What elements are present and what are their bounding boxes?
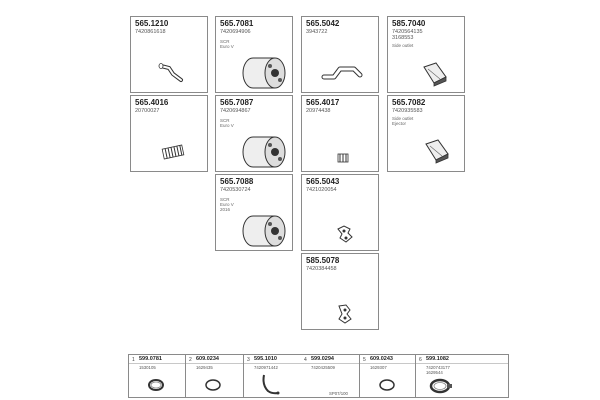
part-card-565-7088[interactable]: 565.7088 7420530724 SCR Euro V 2016 (215, 174, 293, 251)
divider (129, 363, 508, 364)
part-note: Euro V (220, 123, 234, 128)
oem-number: 3943722 (306, 29, 328, 35)
oem-number: 7420935583 (392, 108, 423, 114)
band-clamp-icon (429, 378, 452, 394)
part-card-585-7040[interactable]: 585.7040 7420564135 3168553 Side outlet (387, 16, 465, 93)
flex-hose-icon (161, 144, 185, 160)
muffler-icon (242, 215, 286, 247)
oem-number: 20974438 (306, 108, 331, 114)
part-note: Euro V (220, 202, 234, 207)
accessory-code: 599.1082 (426, 356, 449, 362)
pipe-icon (158, 63, 183, 82)
part-code: 565.7082 (392, 98, 426, 107)
accessory-item[interactable]: 4 599.0294 7420425509 SP07/100 (301, 355, 359, 397)
item-number: 6 (419, 357, 422, 363)
bracket-icon (338, 304, 352, 324)
part-note: SCR (220, 197, 230, 202)
oem-number: 7420564135 (392, 29, 423, 35)
part-code: 585.5078 (306, 256, 340, 265)
oem-number: 7420425509 (311, 365, 335, 370)
part-card-565-1210[interactable]: 565.1210 7420861618 (130, 16, 208, 93)
item-number: 1 (132, 357, 135, 363)
part-note: SCR (220, 118, 230, 123)
accessory-code: 595.1010 (254, 356, 277, 362)
part-note: Side outlet (392, 116, 414, 121)
oem-number: 7421020054 (306, 187, 337, 193)
part-card-565-5042[interactable]: 565.5042 3943722 (301, 16, 379, 93)
part-code: 565.7087 (220, 98, 254, 107)
part-code: 585.7040 (392, 19, 426, 28)
muffler-icon (242, 57, 286, 89)
accessory-code: 599.0781 (139, 356, 162, 362)
part-note: Ejector (392, 121, 407, 126)
part-note: Euro V (220, 44, 234, 49)
part-card-565-4017[interactable]: 565.4017 20974438 (301, 95, 379, 172)
pipe-icon (321, 66, 363, 80)
item-number: 5 (363, 357, 366, 363)
oem-number: 7420384458 (306, 266, 337, 272)
end-pipe-icon (425, 139, 449, 164)
oem-number: 1629435 (196, 365, 213, 370)
part-card-565-7081[interactable]: 565.7081 7420694906 SCR Euro V (215, 16, 293, 93)
item-number: 3 (247, 357, 250, 363)
clamp-ring-icon (148, 379, 164, 391)
part-code: 565.1210 (135, 19, 169, 28)
part-note: Side outlet (392, 43, 414, 48)
accessory-item[interactable]: 2 609.0234 1629435 (185, 355, 243, 397)
accessory-item[interactable]: 3 595.1010 7420971442 (243, 355, 301, 397)
part-code: 565.5043 (306, 177, 340, 186)
part-card-565-5043[interactable]: 565.5043 7421020054 (301, 174, 379, 251)
gasket-icon (379, 379, 395, 391)
oem-number: 1530105 (139, 365, 156, 370)
part-code: 565.7088 (220, 177, 254, 186)
part-note: SCR (220, 39, 230, 44)
accessory-code: 609.0243 (370, 356, 393, 362)
gasket-icon (205, 379, 221, 391)
part-note: 2016 (220, 207, 231, 212)
part-card-585-5078[interactable]: 585.5078 7420384458 (301, 253, 379, 330)
item-number: 4 (304, 357, 307, 363)
extra-ref: SP07/100 (329, 391, 348, 396)
part-code: 565.7081 (220, 19, 254, 28)
oem-number: 7420861618 (135, 29, 166, 35)
oem-number: 20700027 (135, 108, 160, 114)
oem-number: 1629544 (426, 370, 443, 375)
clamp-icon (262, 374, 280, 395)
bracket-icon (337, 225, 353, 243)
oem-number: 3168553 (392, 35, 414, 41)
part-code: 565.4016 (135, 98, 169, 107)
end-pipe-icon (423, 62, 447, 87)
accessory-item[interactable]: 1 599.0781 1530105 (129, 355, 185, 397)
accessory-code: 609.0234 (196, 356, 219, 362)
oem-number: 7420530724 (220, 187, 251, 193)
flex-hose-icon (337, 153, 349, 163)
muffler-icon (242, 136, 286, 168)
oem-number: 7420694867 (220, 108, 251, 114)
part-code: 565.5042 (306, 19, 340, 28)
accessory-code: 599.0294 (311, 356, 334, 362)
oem-number: 7420694906 (220, 29, 251, 35)
part-card-565-7087[interactable]: 565.7087 7420694867 SCR Euro V (215, 95, 293, 172)
oem-number: 7420743177 (426, 365, 450, 370)
accessory-item[interactable]: 6 599.1082 7420743177 1629544 (415, 355, 508, 397)
part-code: 565.4017 (306, 98, 340, 107)
oem-number: 1629307 (370, 365, 387, 370)
accessory-item[interactable]: 5 609.0243 1629307 (359, 355, 415, 397)
part-card-565-4016[interactable]: 565.4016 20700027 (130, 95, 208, 172)
item-number: 2 (189, 357, 192, 363)
accessories-strip: 1 599.0781 1530105 2 609.0234 1629435 3 … (128, 354, 509, 398)
part-card-565-7082[interactable]: 565.7082 7420935583 Side outlet Ejector (387, 95, 465, 172)
oem-number: 7420971442 (254, 365, 278, 370)
